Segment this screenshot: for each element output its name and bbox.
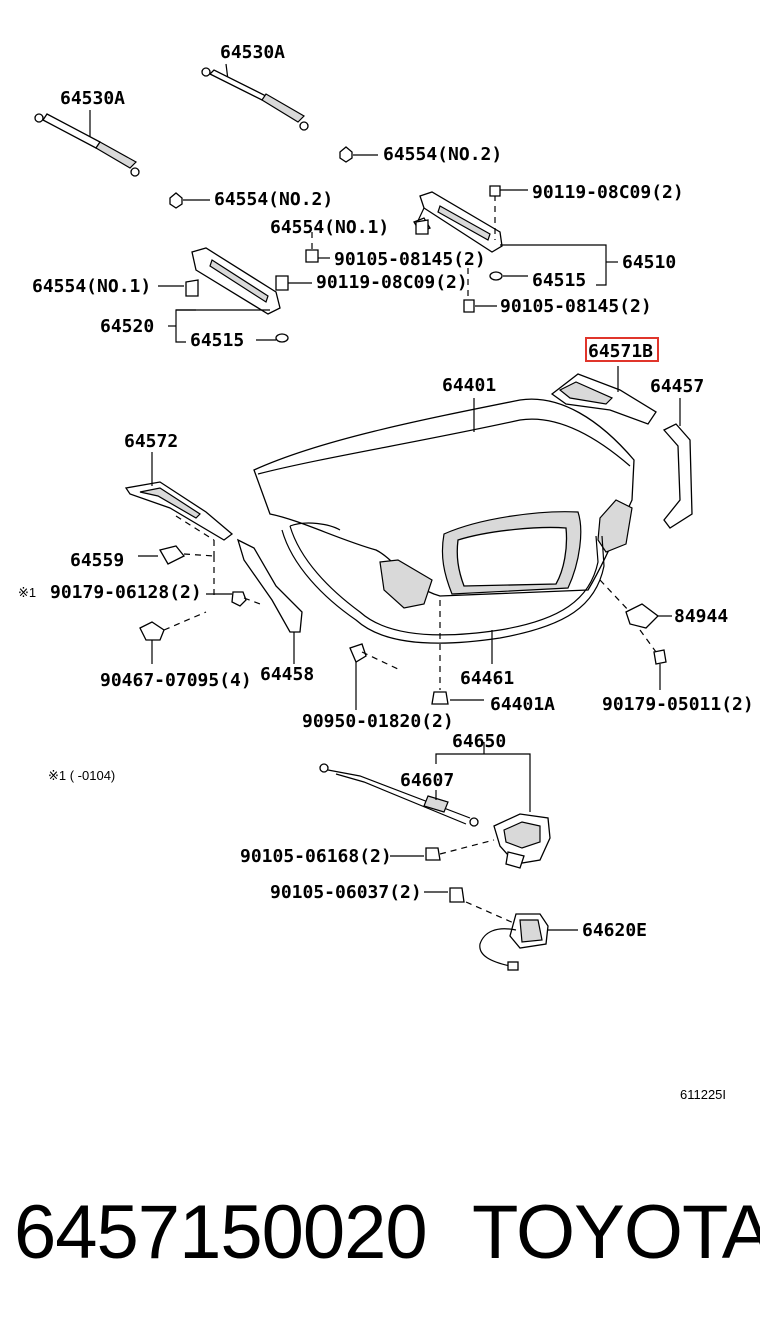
figure-id: 611225I <box>680 1087 726 1102</box>
label-64554-no2-right: 64554(NO.2) <box>383 144 502 165</box>
gas-strut-left <box>34 110 140 177</box>
bracket-64559 <box>138 545 215 565</box>
trim-64457 <box>662 398 693 529</box>
label-64607: 64607 <box>400 770 454 791</box>
label-64530a-left: 64530A <box>60 88 125 109</box>
label-64457: 64457 <box>650 376 704 397</box>
weatherstrip <box>281 522 605 664</box>
cap-no2-right <box>339 146 378 163</box>
label-90179-05011: 90179-05011(2) <box>602 694 754 715</box>
label-84944: 84944 <box>674 606 728 627</box>
trim-64458 <box>213 538 303 664</box>
exploded-parts-diagram: 64530A 64530A 64554(NO.2) 64554(NO.2) 90… <box>18 42 754 1102</box>
label-64554-no1-left: 64554(NO.1) <box>32 276 151 297</box>
gas-strut-upper <box>201 63 309 131</box>
label-64554-no1-mid: 64554(NO.1) <box>270 217 389 238</box>
label-90105-08145-upper: 90105-08145(2) <box>334 249 486 270</box>
label-64515-right: 64515 <box>532 270 586 291</box>
part-footer: 6457150020 TOYOTA <box>0 1188 760 1278</box>
label-90119-left: 90119-08C09(2) <box>316 272 468 293</box>
lock-motor <box>424 887 578 971</box>
label-64530a-upper: 64530A <box>220 42 285 63</box>
label-90119-right: 90119-08C09(2) <box>532 182 684 203</box>
highlight-box <box>585 337 659 362</box>
part-number: 6457150020 <box>14 1190 428 1275</box>
label-64461: 64461 <box>460 668 514 689</box>
label-64458: 64458 <box>260 664 314 685</box>
panel-64571b <box>550 366 657 425</box>
label-64515-left: 64515 <box>190 330 244 351</box>
label-64620e: 64620E <box>582 920 647 941</box>
hinge-left <box>158 232 330 343</box>
label-90105-06037: 90105-06037(2) <box>270 882 422 903</box>
label-64571b: 64571B <box>588 341 653 362</box>
label-90105-06168: 90105-06168(2) <box>240 846 392 867</box>
trim-64572 <box>124 452 234 556</box>
label-90950: 90950-01820(2) <box>302 711 454 732</box>
label-64401a: 64401A <box>490 694 555 715</box>
label-64650: 64650 <box>452 731 506 752</box>
label-64572: 64572 <box>124 431 178 452</box>
cap-no2-left <box>169 192 210 209</box>
hinge-right <box>413 185 618 313</box>
switch-84944 <box>599 579 672 629</box>
label-64554-no2-left: 64554(NO.2) <box>214 189 333 210</box>
clip-90467 <box>139 611 207 664</box>
footnote: ※1 ( -0104) <box>48 768 115 783</box>
brand-name: TOYOTA <box>472 1190 760 1275</box>
lock-assembly <box>319 742 551 869</box>
label-64520: 64520 <box>100 316 154 337</box>
trunk-lid <box>253 398 635 609</box>
cap-no1-mid <box>415 219 429 235</box>
grommet-90950 <box>349 643 401 710</box>
label-90467: 90467-07095(4) <box>100 670 252 691</box>
label-64559: 64559 <box>70 550 124 571</box>
bumper-64401a <box>431 600 484 705</box>
label-90179-06128: 90179-06128(2) <box>50 582 202 603</box>
nut-90179-06128 <box>206 591 261 607</box>
label-64401: 64401 <box>442 375 496 396</box>
label-64510: 64510 <box>622 252 676 273</box>
highlight-64571b: 64571B <box>585 337 659 362</box>
label-90105-08145-lower: 90105-08145(2) <box>500 296 652 317</box>
mark-1: ※1 <box>18 585 36 600</box>
nut-90179-05011 <box>639 629 667 690</box>
